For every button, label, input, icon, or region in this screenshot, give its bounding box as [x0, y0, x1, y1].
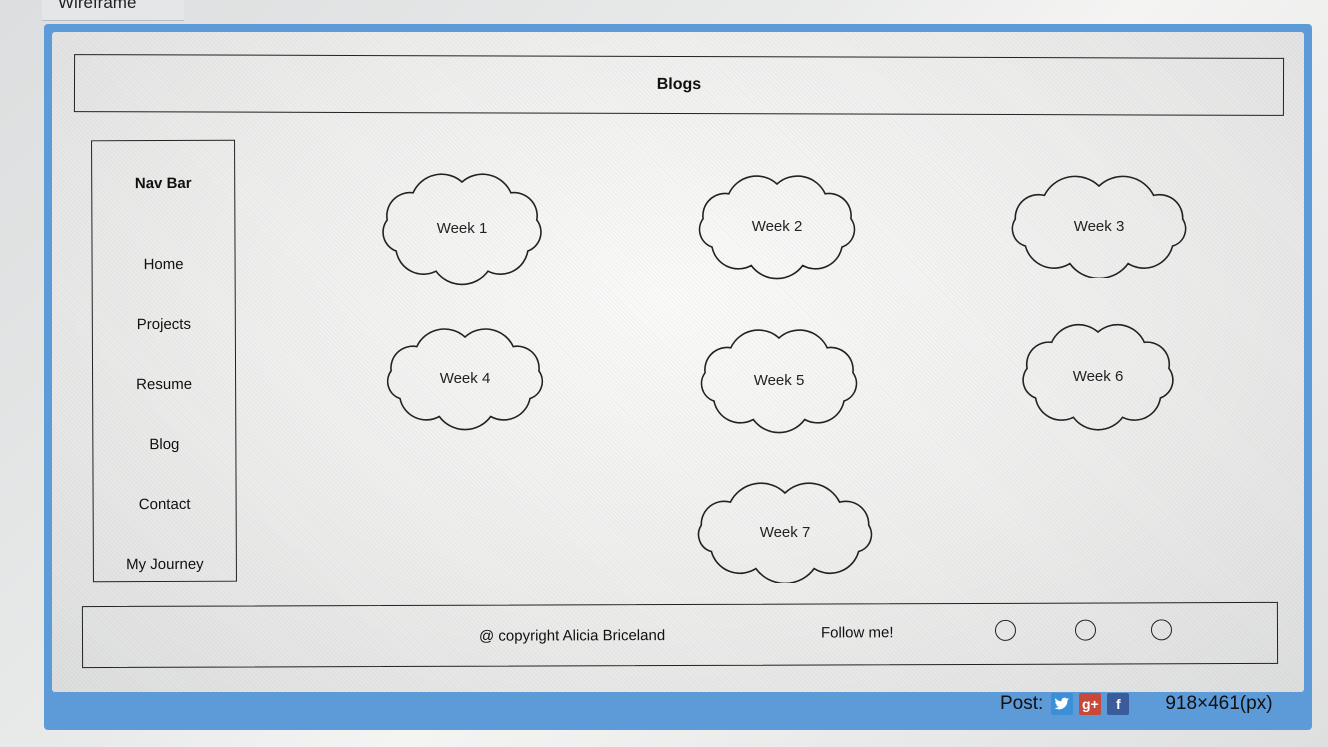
cloud-label: Week 5 — [753, 371, 805, 389]
cloud-label: Week 2 — [751, 217, 803, 235]
follow-me-text: Follow me! — [820, 624, 894, 642]
wireframe-tab-label: Wireframe — [58, 0, 137, 12]
google-plus-icon[interactable]: g+ — [1079, 693, 1102, 715]
wireframe-canvas — [52, 32, 1304, 692]
social-link-3-icon[interactable] — [1150, 619, 1173, 641]
cloud-shape — [382, 173, 542, 286]
cloud-outline — [386, 328, 544, 431]
nav-item-contact[interactable]: Contact — [138, 495, 191, 514]
cloud-week-6[interactable]: Week 6 — [1012, 320, 1184, 432]
cloud-week-3[interactable]: Week 3 — [1000, 174, 1198, 278]
cloud-shape — [1011, 175, 1187, 278]
cloud-outline — [700, 329, 858, 434]
copyright-text: @ copyright Alicia Briceland — [478, 627, 666, 645]
cloud-week-5[interactable]: Week 5 — [690, 326, 868, 434]
wireframe-tab[interactable]: Wireframe — [42, 0, 184, 21]
canvas-size-label: 918×461(px) — [1165, 693, 1273, 714]
cloud-shape — [700, 329, 858, 434]
nav-item-resume[interactable]: Resume — [136, 375, 193, 394]
nav-item-my-journey[interactable]: My Journey — [126, 555, 204, 574]
cloud-shape — [698, 175, 856, 280]
cloud-week-1[interactable]: Week 1 — [372, 170, 552, 286]
cloud-label: Week 6 — [1072, 367, 1124, 385]
cloud-label: Week 7 — [759, 523, 811, 541]
nav-item-blog[interactable]: Blog — [149, 435, 180, 454]
nav-title: Nav Bar — [134, 174, 192, 193]
cloud-shape — [697, 482, 873, 583]
cloud-outline — [1011, 175, 1187, 278]
cloud-week-2[interactable]: Week 2 — [688, 172, 866, 280]
footer: @ copyright Alicia Briceland Follow me! — [81, 601, 1279, 669]
cloud-outline — [698, 175, 856, 280]
cloud-shape — [386, 328, 544, 431]
cloud-label: Week 3 — [1073, 217, 1125, 235]
twitter-icon[interactable] — [1051, 693, 1074, 715]
header-box: Blogs — [73, 54, 1285, 116]
cloud-week-7[interactable]: Week 7 — [686, 481, 884, 583]
cloud-outline — [382, 173, 542, 286]
post-label: Post: — [1000, 693, 1044, 714]
cloud-label: Week 1 — [436, 219, 488, 237]
page-title: Blogs — [656, 75, 702, 94]
cloud-label: Week 4 — [439, 369, 491, 387]
cloud-outline — [697, 482, 873, 583]
cloud-week-4[interactable]: Week 4 — [376, 325, 554, 431]
social-link-1-icon[interactable] — [994, 619, 1017, 641]
facebook-icon[interactable]: f — [1107, 693, 1130, 715]
nav-item-projects[interactable]: Projects — [136, 315, 191, 334]
nav-item-home[interactable]: Home — [143, 255, 184, 274]
social-link-2-icon[interactable] — [1074, 619, 1097, 641]
nav-bar: Nav Bar Home Projects Resume Blog Contac… — [91, 139, 237, 583]
cloud-shape — [1022, 323, 1174, 431]
share-bar: Post: g+ f 918×461(px) — [1000, 690, 1273, 718]
cloud-outline — [1022, 323, 1174, 431]
